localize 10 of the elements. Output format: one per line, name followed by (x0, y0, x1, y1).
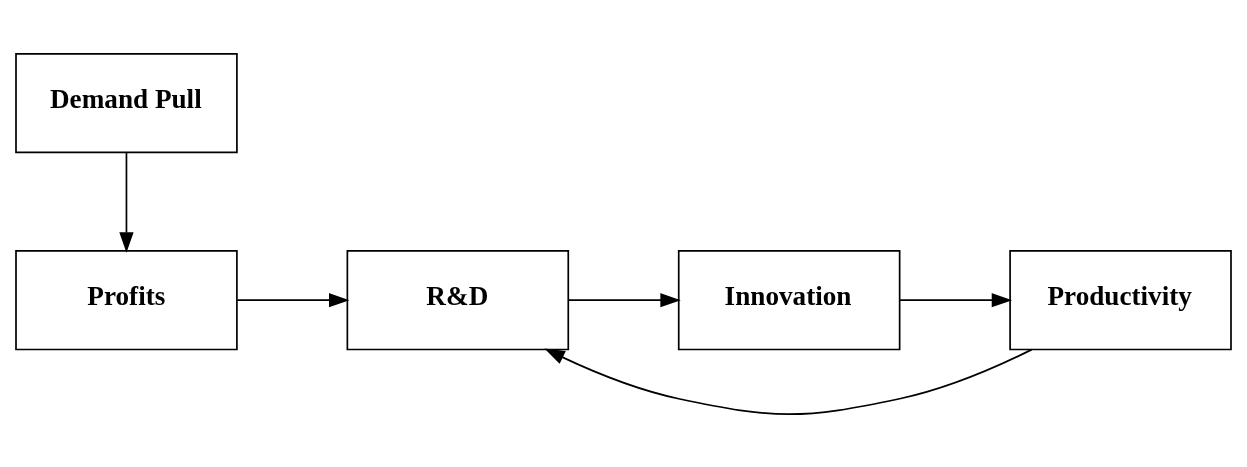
node-box: R&D (346, 249, 570, 350)
arrow (544, 348, 1033, 415)
arrow (567, 292, 681, 307)
node-box: Innovation (677, 249, 901, 350)
arrow (899, 292, 1013, 307)
arrow (119, 151, 134, 253)
node-box: Demand Pull (15, 52, 238, 153)
node-box: Profits (15, 249, 238, 350)
node-box: Productivity (1009, 249, 1232, 350)
arrow (236, 292, 350, 307)
